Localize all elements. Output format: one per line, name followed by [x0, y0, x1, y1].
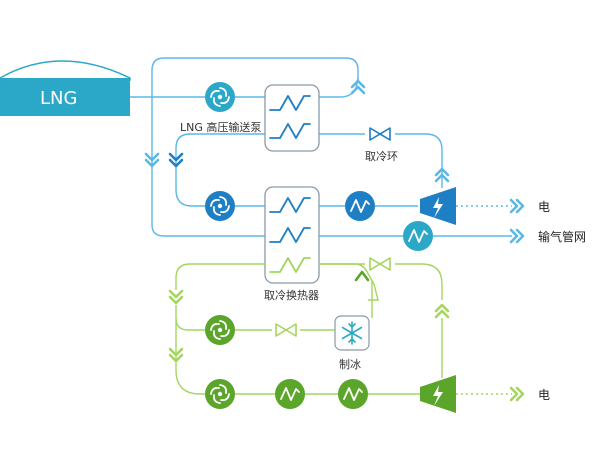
arrow-right-icon	[509, 228, 525, 244]
pump-icon	[204, 190, 236, 222]
heater-icon	[337, 378, 369, 410]
heat-exchanger-label: 取冷换热器	[264, 288, 319, 302]
ice-label: 制冰	[339, 358, 361, 371]
arrow-up-icon	[354, 270, 370, 282]
green-pipes	[175, 263, 512, 395]
lng-pump-label: LNG 高压输送泵	[180, 120, 261, 134]
pump-icon	[204, 378, 236, 410]
chevron-down-icon	[168, 289, 184, 305]
butterfly-valve-icon	[275, 323, 297, 337]
butterfly-valve-icon	[369, 127, 391, 141]
gas-grid-label: 输气管网	[538, 229, 586, 244]
main-heat-exchanger	[264, 186, 320, 284]
butterfly-valve-icon	[369, 257, 391, 271]
heater-icon	[402, 220, 434, 252]
arrow-up-icon	[350, 79, 366, 95]
heater-icon	[274, 378, 306, 410]
ice-maker	[334, 315, 370, 351]
snowflake-icon	[341, 321, 363, 345]
arrow-up-icon	[434, 303, 450, 319]
arrow-right-icon	[509, 198, 525, 214]
power-bottom-label: 电	[538, 388, 550, 402]
turbine-icon	[420, 187, 456, 225]
arrow-right-icon	[509, 386, 525, 402]
cold-valve-label: 取冷环	[365, 150, 398, 163]
power-top-label: 电	[538, 200, 550, 214]
heater-icon	[344, 190, 376, 222]
pump-icon	[204, 314, 236, 346]
pump-icon	[204, 81, 236, 113]
lng-tank: LNG	[0, 60, 131, 116]
upper-heat-exchanger	[264, 84, 320, 152]
tank-label: LNG	[40, 88, 77, 109]
turbine-icon	[420, 375, 456, 413]
